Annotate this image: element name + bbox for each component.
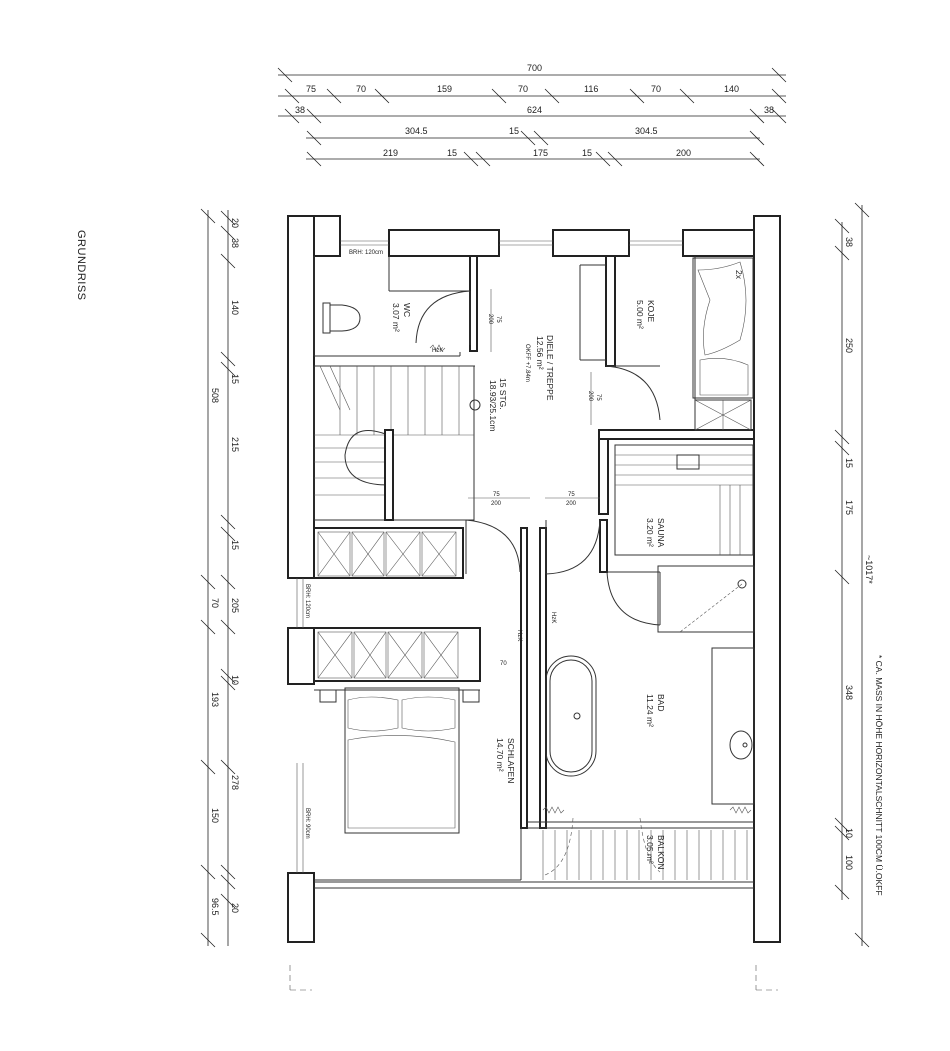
dim-left-seg: 96.5: [210, 898, 220, 916]
dim-left-seg: 193: [210, 692, 220, 707]
dim-left-seg: 150: [210, 808, 220, 823]
dim-top-seg: 38: [764, 105, 774, 115]
dimension-chains-top: 700 75 70 159 70 116 70 140 38 624 38 30…: [277, 63, 787, 167]
dim-top-seg: 15: [447, 148, 457, 158]
dim-top-seg: 38: [295, 105, 305, 115]
room-name-schlafen: SCHLAFEN: [506, 738, 516, 783]
room-name-koje: KOJE: [646, 300, 656, 323]
room-name-diele: DIELE / TREPPE: [545, 335, 555, 401]
dim-top-seg: 140: [724, 84, 739, 94]
room-area-balkon: 3.05 m²: [645, 835, 655, 864]
dim-top-seg: 304.5: [635, 126, 658, 136]
dim-top-seg: 15: [582, 148, 592, 158]
dim-right-seg: 100: [844, 855, 854, 870]
room-okff-diele: OKFF +7.84m: [524, 344, 530, 382]
stair-dims: 18.93/25.1cm: [488, 380, 498, 432]
heater-label: HzK: [432, 348, 443, 354]
dim-left-outer: 508: [210, 388, 220, 403]
room-area-schlafen: 14.70 m²: [495, 738, 505, 772]
dim-top-seg: 75: [306, 84, 316, 94]
dim-left-seg: 10: [230, 675, 240, 685]
dim-right-seg: 348: [844, 685, 854, 700]
dim-top-seg: 175: [533, 148, 548, 158]
small-labels: BRH: 120cm BRH: 120cm BRH: 90cm HzK HzK …: [304, 250, 744, 839]
dimension-chains-right: 38 250 15 175 348 10 100 ~1017*: [834, 202, 874, 948]
room-area-diele: 12.56 m²: [535, 336, 545, 370]
heater-label: HzK: [516, 630, 522, 641]
dim-top-seg: 15: [509, 126, 519, 136]
room-area-wc: 3.07 m²: [391, 303, 401, 332]
door-height: 200: [566, 501, 577, 507]
dim-right-seg: 10: [844, 828, 854, 838]
dim-right-seg: 15: [844, 458, 854, 468]
door-height: 200: [587, 391, 593, 402]
door-height: 200: [487, 314, 493, 325]
fixtures: [313, 257, 755, 880]
dim-left-seg: 15: [230, 374, 240, 384]
room-name-balkon: BALKON: [656, 835, 666, 870]
brh-label: BRH: 120cm: [349, 250, 383, 256]
room-area-koje: 5.00 m²: [635, 300, 645, 329]
dim-left-seg: 38: [230, 238, 240, 248]
room-area-sauna: 3.20 m²: [645, 518, 655, 547]
room-area-bad: 11.24 m²: [645, 694, 655, 727]
door-dimension-markers: [468, 289, 600, 499]
exterior-walls: [287, 215, 781, 991]
door-width: 75: [493, 492, 500, 498]
room-name-sauna: SAUNA: [656, 518, 666, 548]
dim-left-seg: 20: [230, 218, 240, 228]
dim-top-total: 700: [527, 63, 542, 73]
door-width: 75: [495, 316, 501, 323]
plan-title: GRUNDRISS: [75, 230, 87, 301]
door-labels: 75 200 75 200 75 200 75 200: [487, 314, 601, 507]
dim-top-seg: 159: [437, 84, 452, 94]
dim-right-seg: 250: [844, 338, 854, 353]
dim-left-seg: 20: [230, 903, 240, 913]
dim-top-seg: 116: [584, 84, 598, 94]
dim-top-seg: 70: [651, 84, 661, 94]
heater-label: HzK: [550, 612, 556, 623]
dim-right-seg: 38: [844, 237, 854, 247]
brh-label: BRH: 90cm: [304, 808, 310, 839]
dim-top-seg: 624: [527, 105, 542, 115]
stair-count: 15 STG.: [498, 378, 508, 410]
door-width: 75: [595, 394, 601, 401]
dim-top-seg: 70: [518, 84, 528, 94]
dim-top-seg: 70: [356, 84, 366, 94]
dim-left-seg: 205: [230, 598, 240, 613]
dim-left-seg: 215: [230, 437, 240, 452]
dim-left-seg: 70: [210, 598, 220, 608]
closet-depth-label: 70: [500, 661, 507, 667]
dimension-chains-left: 508 20 38 140 15 215 15 205 70 10 193 27…: [200, 208, 240, 948]
dim-left-seg: 15: [230, 540, 240, 550]
door-height: 200: [491, 501, 502, 507]
doors: [415, 290, 661, 876]
dim-top-seg: 219: [383, 148, 398, 158]
brh-label: BRH: 120cm: [304, 584, 310, 618]
koje-note: 2x: [734, 270, 744, 280]
dim-right-outer: ~1017*: [864, 555, 874, 584]
dim-right-seg: 175: [844, 500, 854, 515]
measurement-note: * CA. MASS IN HÖHE HORIZONTALSCHNITT 100…: [874, 655, 884, 896]
interior-walls: [313, 255, 755, 881]
door-width: 75: [568, 492, 575, 498]
dim-top-seg: 200: [676, 148, 691, 158]
room-name-bad: BAD: [656, 694, 666, 711]
dim-left-seg: 278: [230, 775, 240, 790]
dim-top-seg: 304.5: [405, 126, 428, 136]
dim-left-seg: 140: [230, 300, 240, 315]
room-name-wc: WC: [402, 303, 412, 317]
room-labels: WC 3.07 m² DIELE / TREPPE 12.56 m² OKFF …: [391, 300, 666, 870]
